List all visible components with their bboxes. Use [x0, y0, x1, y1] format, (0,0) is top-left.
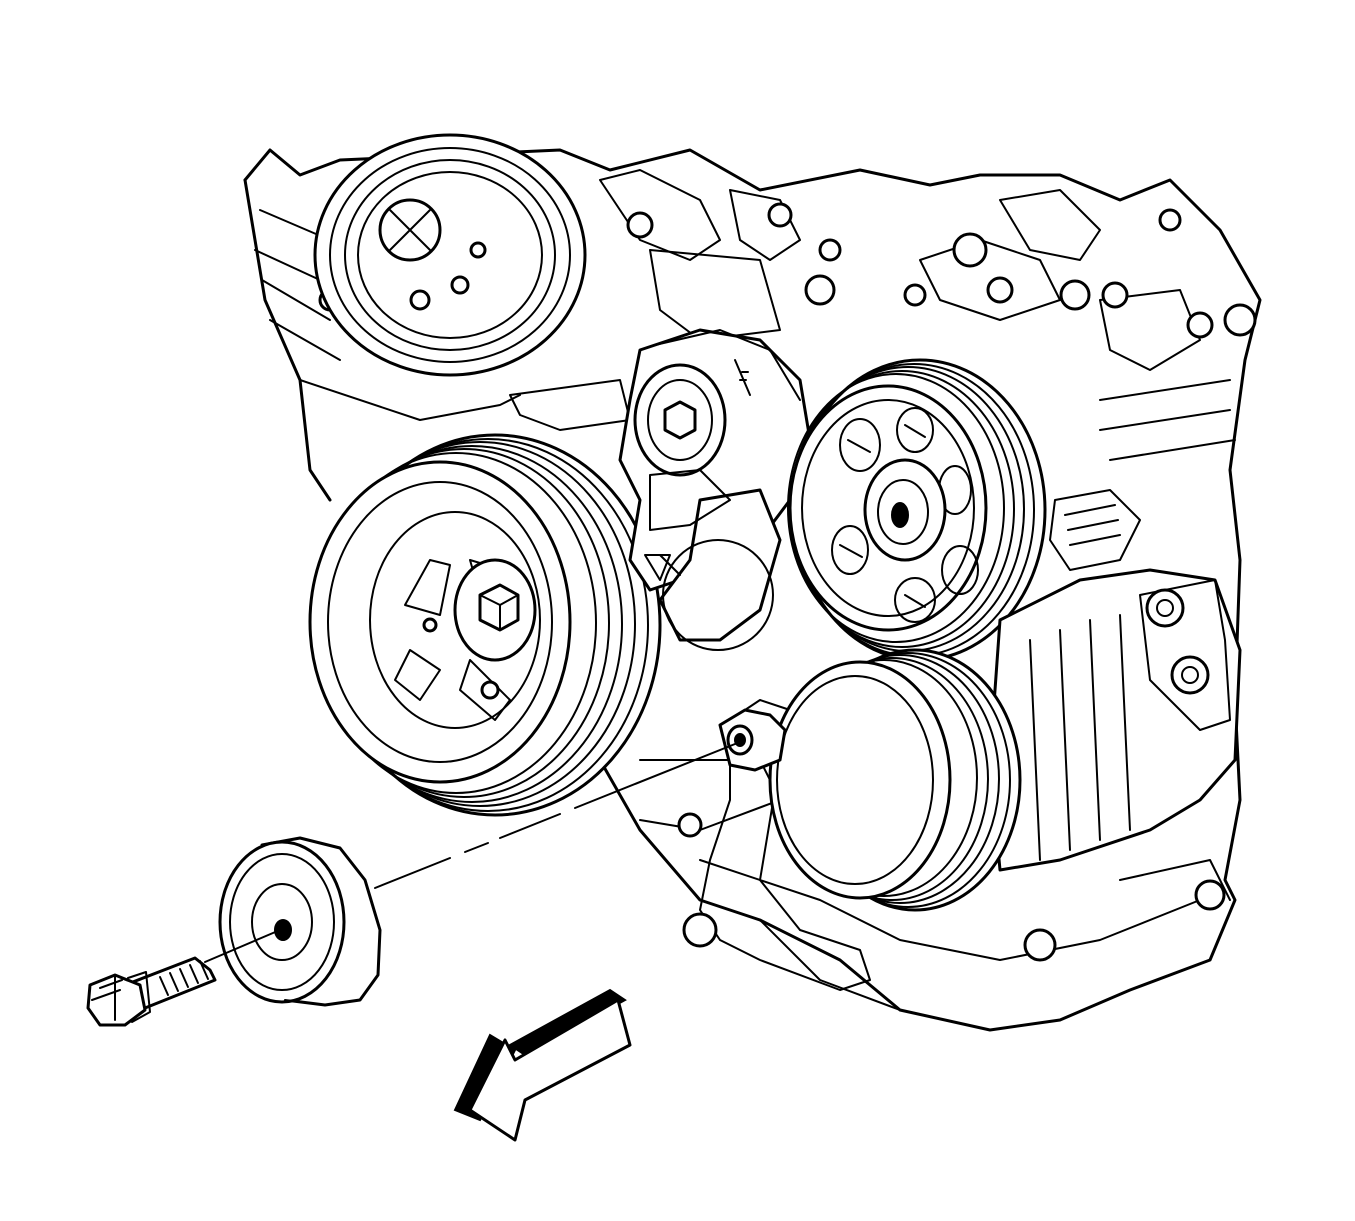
idler-pulley-mount-boss	[718, 708, 787, 772]
belt-tensioner	[618, 328, 812, 651]
generator-pulley	[768, 648, 1022, 912]
idler-pulley	[218, 836, 382, 1007]
idler-pulley-bolt	[86, 929, 281, 1027]
power-steering-pump-pulley	[787, 358, 1047, 662]
front-of-vehicle-arrow-icon	[453, 988, 632, 1142]
assembly-alignment-line	[374, 741, 741, 889]
crankshaft-balancer-pulley	[308, 433, 662, 817]
upper-pulley	[313, 133, 587, 377]
